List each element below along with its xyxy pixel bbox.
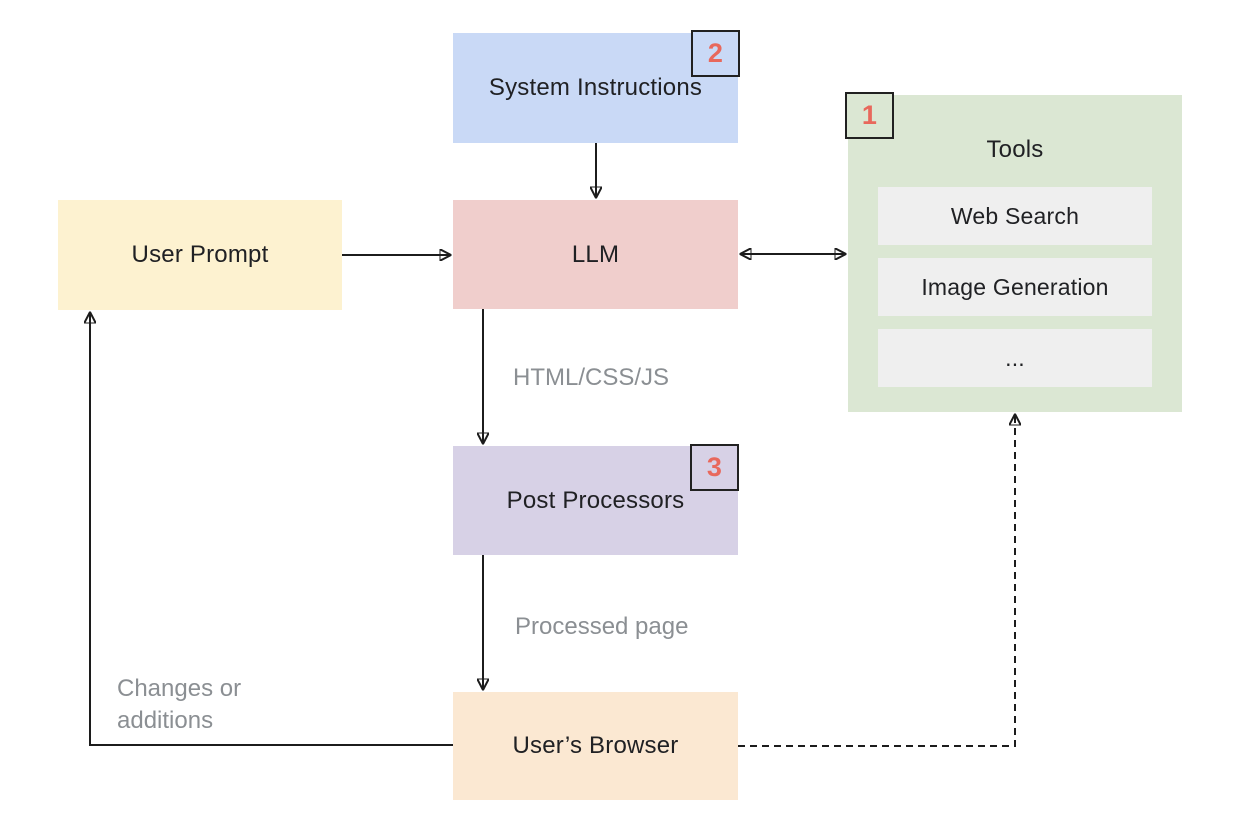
node-system-instructions-label: System Instructions [488,74,703,101]
tools-item-ellipsis: ... [878,329,1152,387]
node-user-prompt: User Prompt [58,200,342,310]
edge-label-html-css-js: HTML/CSS/JS [513,364,670,391]
node-system-instructions: System Instructions 2 [453,30,740,143]
node-llm: LLM [453,200,738,309]
tools-item-web-search: Web Search [878,187,1152,245]
node-user-prompt-label: User Prompt [131,241,269,268]
node-post-processors: Post Processors 3 [453,444,739,555]
node-tools: 1 Tools Web Search Image Generation ... [845,92,1182,412]
badge-2: 2 [691,30,740,77]
badge-1: 1 [845,92,894,139]
node-llm-label: LLM [571,240,620,268]
tools-item-image-generation: Image Generation [878,258,1152,316]
node-post-processors-label: Post Processors [506,486,685,514]
tools-items: Web Search Image Generation ... [878,187,1152,400]
edge-users-browser-to-tools-dashed [738,414,1015,747]
node-users-browser: User’s Browser [453,692,738,800]
node-users-browser-label: User’s Browser [512,732,679,759]
badge-3: 3 [690,444,739,491]
edge-label-processed-page: Processed page [515,613,689,640]
tools-title: Tools [986,136,1044,163]
edge-label-changes-or-additions: Changes or additions [117,675,242,734]
